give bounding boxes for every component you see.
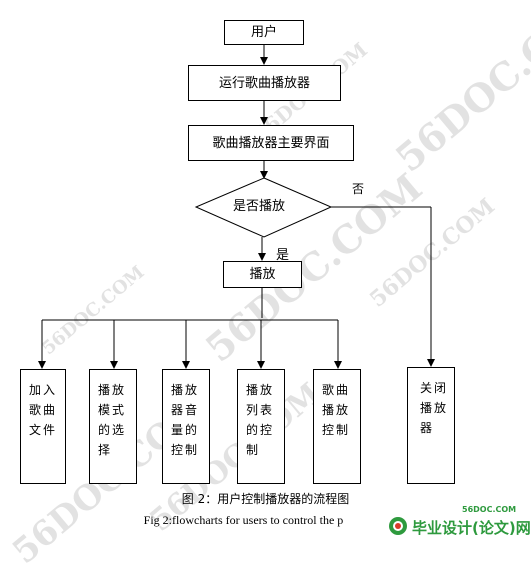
node-song-control: 歌曲播放控制 <box>313 369 361 484</box>
node-playlist: 播放列表的控制 <box>237 369 285 484</box>
edge-label-no: 否 <box>352 182 365 196</box>
node-add-files: 加入歌曲文件 <box>20 369 66 484</box>
flowchart-connectors <box>38 45 435 369</box>
node-play-mode: 播放模式的选择 <box>89 369 137 484</box>
site-logo-name: 毕业设计(论文)网 <box>412 519 531 537</box>
caption-zh: 图 2：用户控制播放器的流程图 <box>181 492 350 506</box>
node-decision-label: 是否播放 <box>233 199 286 214</box>
node-user: 用户 <box>224 20 304 45</box>
node-play: 播放 <box>223 261 302 288</box>
node-volume: 播放器音量的控制 <box>162 369 210 484</box>
edge-label-yes: 是 <box>276 248 290 263</box>
node-run-player: 运行歌曲播放器 <box>188 65 341 101</box>
site-logo-small-text: 56DOC.COM <box>462 505 517 514</box>
node-main-ui: 歌曲播放器主要界面 <box>188 125 354 161</box>
node-close: 关闭播放器 <box>407 367 455 484</box>
caption-en: Fig 2:flowcharts for users to control th… <box>143 513 344 527</box>
site-logo: 56DOC.COM 毕业设计(论文)网 <box>384 505 531 538</box>
site-logo-icon <box>389 517 407 535</box>
decision-diamond <box>194 177 333 238</box>
